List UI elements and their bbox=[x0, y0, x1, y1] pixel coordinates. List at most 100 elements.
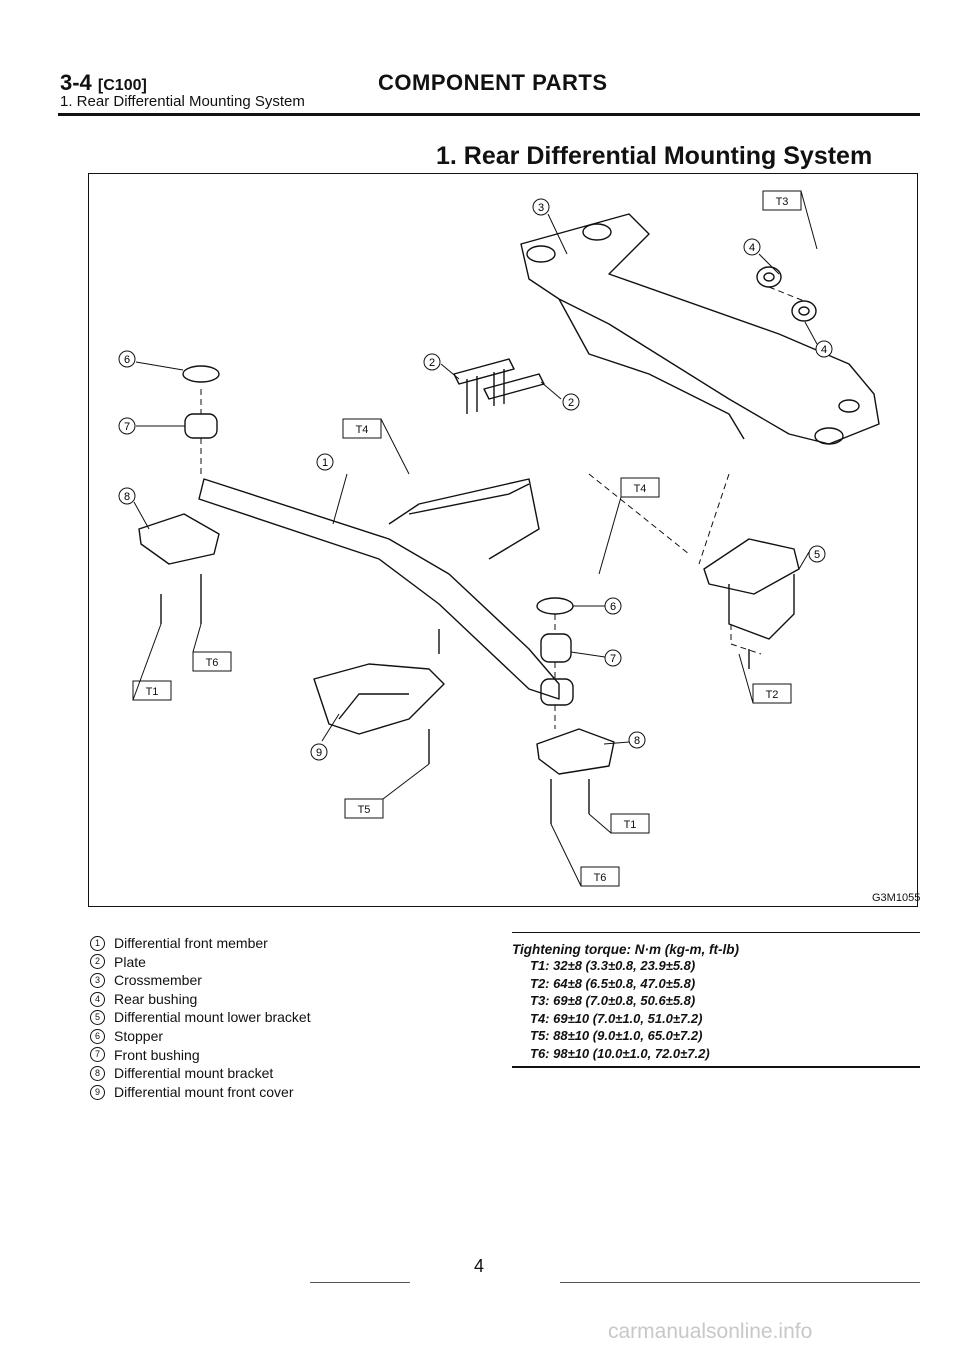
diagram-drawing: 6 7 8 1 2 2 3 4 4 5 6 7 8 9 T3 T4 T4 T6 … bbox=[118, 190, 880, 887]
legend-item: 9 Differential mount front cover bbox=[90, 1083, 311, 1102]
legend-label: Stopper bbox=[114, 1027, 164, 1044]
legend-label: Rear bushing bbox=[114, 990, 198, 1007]
tag-t2: T2 bbox=[738, 653, 792, 704]
callout-8-left: 8 bbox=[118, 487, 136, 505]
svg-text:9: 9 bbox=[316, 747, 322, 759]
plate-left bbox=[453, 358, 515, 414]
svg-text:T4: T4 bbox=[634, 483, 647, 495]
mount-bracket-left bbox=[138, 513, 220, 565]
legend-item: 5 Differential mount lower bracket bbox=[90, 1008, 311, 1027]
svg-text:7: 7 bbox=[124, 421, 130, 433]
legend-label: Differential mount bracket bbox=[114, 1065, 274, 1082]
legend-number: 7 bbox=[90, 1047, 105, 1063]
svg-text:6: 6 bbox=[124, 354, 130, 366]
legend-number: 8 bbox=[90, 1065, 105, 1081]
svg-text:8: 8 bbox=[634, 735, 640, 747]
legend-item: 8 Differential mount bracket bbox=[90, 1064, 311, 1083]
svg-text:8: 8 bbox=[124, 491, 130, 503]
legend-item: 4 Rear bushing bbox=[90, 990, 311, 1009]
stopper-right bbox=[536, 597, 574, 615]
legend-label: Front bushing bbox=[114, 1046, 200, 1063]
exploded-diagram: 6 7 8 1 2 2 3 4 4 5 6 7 8 9 T3 T4 T4 T6 … bbox=[88, 173, 918, 907]
front-bushing-right bbox=[540, 633, 572, 663]
plate-right bbox=[483, 373, 545, 400]
svg-text:3: 3 bbox=[538, 202, 544, 214]
svg-text:4: 4 bbox=[821, 344, 827, 356]
tag-t5: T5 bbox=[344, 763, 430, 819]
svg-text:1: 1 bbox=[322, 457, 328, 469]
legend-number: 9 bbox=[90, 1084, 105, 1100]
torque-row: T5: 88±10 (9.0±1.0, 65.0±7.2) bbox=[530, 1028, 703, 1043]
lower-bracket bbox=[703, 538, 800, 595]
footer-rule-left bbox=[310, 1282, 410, 1283]
page-number: 4 bbox=[474, 1256, 485, 1276]
callout-2-right: 2 bbox=[562, 393, 580, 411]
callout-9: 9 bbox=[310, 743, 328, 761]
legend-number: 3 bbox=[90, 972, 105, 988]
tag-t4-left: T4 bbox=[342, 418, 410, 475]
front-member-center bbox=[388, 478, 540, 560]
legend-number: 5 bbox=[90, 1010, 105, 1026]
rear-bushing-upper bbox=[756, 266, 782, 288]
legend-label: Plate bbox=[114, 953, 146, 970]
legend-item: 7 Front bushing bbox=[90, 1046, 311, 1065]
svg-text:T6: T6 bbox=[594, 872, 607, 884]
torque-row: T1: 32±8 (3.3±0.8, 23.9±5.8) bbox=[530, 958, 696, 973]
callout-7-right: 7 bbox=[604, 649, 622, 667]
legend-number: 6 bbox=[90, 1028, 105, 1044]
stopper-left bbox=[182, 365, 220, 383]
svg-text:T2: T2 bbox=[766, 689, 779, 701]
watermark: carmanualsonline.info bbox=[608, 1320, 813, 1343]
svg-text:6: 6 bbox=[610, 601, 616, 613]
torque-table: Tightening torque: N·m (kg-m, ft-lb) T1:… bbox=[512, 932, 920, 1068]
torque-title: Tightening torque: N·m (kg-m, ft-lb) bbox=[512, 942, 739, 957]
svg-text:T5: T5 bbox=[358, 804, 371, 816]
section-title: 1. Rear Differential Mounting System bbox=[436, 142, 873, 170]
torque-row: T3: 69±8 (7.0±0.8, 50.6±5.8) bbox=[530, 993, 696, 1008]
svg-text:T6: T6 bbox=[206, 657, 219, 669]
legend-number: 2 bbox=[90, 954, 105, 970]
tag-t3: T3 bbox=[762, 190, 818, 250]
legend-item: 2 Plate bbox=[90, 953, 311, 972]
callout-8-right: 8 bbox=[628, 731, 646, 749]
section-ref: [C100] bbox=[97, 77, 147, 94]
header-rule bbox=[58, 113, 920, 116]
svg-text:7: 7 bbox=[610, 653, 616, 665]
torque-row: T6: 98±10 (10.0±1.0, 72.0±7.2) bbox=[530, 1045, 710, 1061]
callout-4-lower: 4 bbox=[815, 340, 833, 358]
svg-text:4: 4 bbox=[749, 242, 755, 254]
front-member-arm bbox=[198, 478, 560, 700]
front-cover bbox=[313, 663, 445, 735]
legend-label: Differential mount lower bracket bbox=[114, 1009, 311, 1026]
tag-t4-right: T4 bbox=[598, 477, 660, 575]
legend-item: 6 Stopper bbox=[90, 1027, 311, 1046]
svg-text:T1: T1 bbox=[624, 819, 637, 831]
legend-label: Differential front member bbox=[114, 935, 268, 951]
callout-5: 5 bbox=[808, 545, 826, 563]
tag-t1-left: T1 bbox=[132, 623, 172, 701]
callout-3: 3 bbox=[532, 198, 550, 216]
callout-4-upper: 4 bbox=[743, 238, 761, 256]
svg-text:T3: T3 bbox=[776, 196, 789, 208]
callout-2-left: 2 bbox=[423, 353, 441, 371]
rear-bushing-lower bbox=[791, 300, 817, 322]
svg-text:T4: T4 bbox=[356, 424, 369, 436]
callout-7-left: 7 bbox=[118, 417, 136, 435]
svg-text:2: 2 bbox=[429, 357, 435, 369]
tag-t6-right: T6 bbox=[550, 823, 620, 887]
tag-t6-left: T6 bbox=[192, 623, 232, 672]
torque-row: T2: 64±8 (6.5±0.8, 47.0±5.8) bbox=[530, 975, 696, 991]
tag-t1-right: T1 bbox=[588, 813, 650, 834]
legend-label: Differential mount front cover bbox=[114, 1083, 294, 1100]
crossmember-channel bbox=[558, 298, 745, 440]
front-bushing-left bbox=[184, 413, 218, 439]
section-code: 3-4 [C100] bbox=[60, 70, 147, 96]
callout-1: 1 bbox=[316, 453, 334, 471]
legend-number: 4 bbox=[90, 991, 105, 1007]
page-header-subtitle: 1. Rear Differential Mounting System bbox=[60, 93, 305, 110]
callout-6-left: 6 bbox=[118, 350, 136, 368]
footer-rule-right bbox=[560, 1282, 920, 1283]
torque-rule-top bbox=[512, 932, 920, 933]
